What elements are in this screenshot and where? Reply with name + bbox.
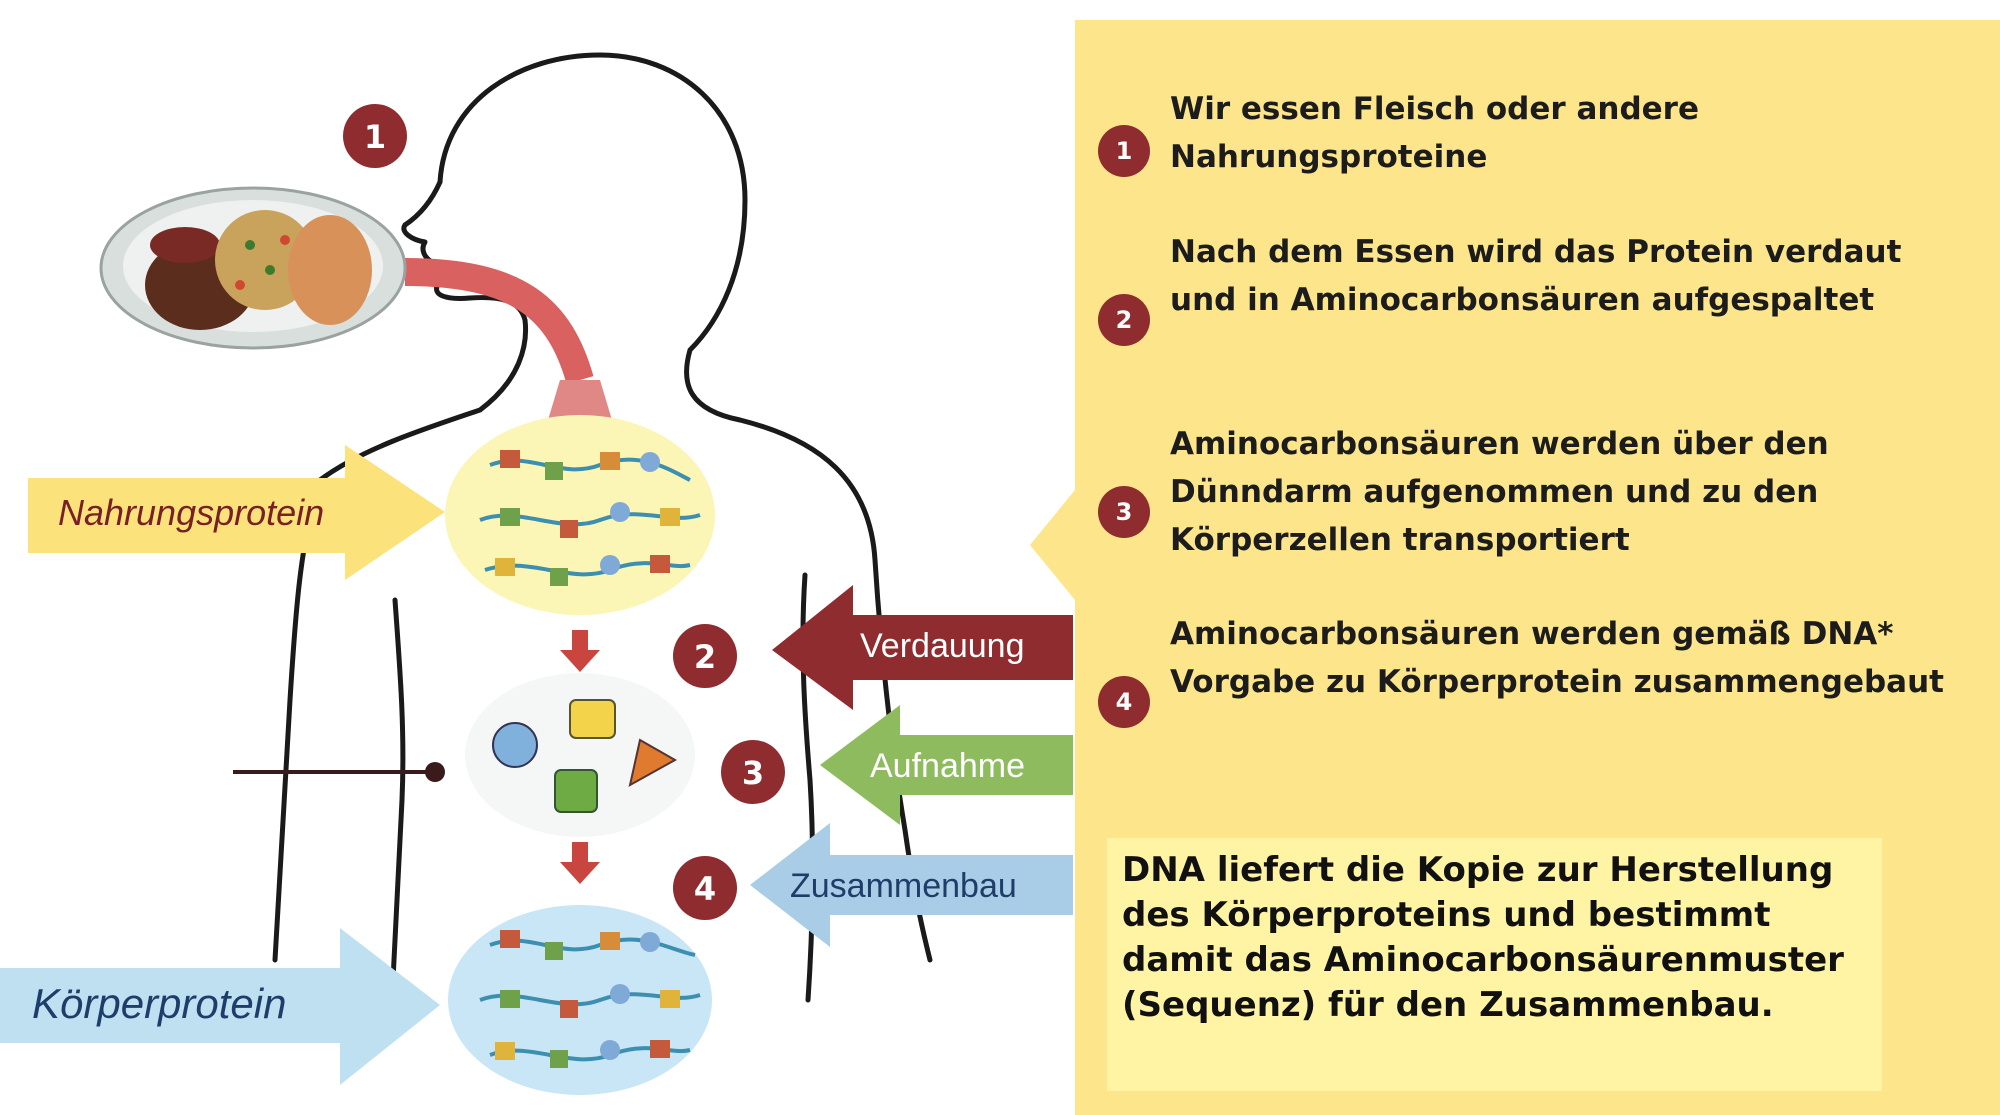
- verdauung-arrow: [772, 585, 1073, 710]
- panel-pointer: [1030, 490, 1075, 600]
- step-marker-3: 3: [721, 740, 785, 804]
- aufnahme-label: Aufnahme: [870, 747, 1025, 785]
- pointer-dot: [425, 762, 445, 782]
- svg-text:4: 4: [694, 870, 716, 908]
- koerperprotein-label: Körperprotein: [32, 980, 286, 1027]
- step-text: Nach dem Essen wird das Protein verdaut …: [1170, 234, 1902, 318]
- step-number-badge: 3: [1098, 486, 1150, 538]
- step-marker-2: 2: [673, 624, 737, 688]
- svg-text:2: 2: [694, 638, 716, 676]
- svg-text:3: 3: [742, 754, 764, 792]
- svg-text:1: 1: [364, 118, 386, 156]
- step-text: Wir essen Fleisch oder andere Nahrungspr…: [1170, 91, 1699, 175]
- flow-arrow-down-2: [560, 842, 600, 884]
- nahrungsprotein-label: Nahrungsprotein: [58, 492, 324, 533]
- verdauung-label: Verdauung: [860, 627, 1025, 665]
- nahrungsprotein-arrow: [28, 445, 445, 580]
- dietary-protein-chain-icon: [445, 415, 715, 615]
- step-number-badge: 1: [1098, 125, 1150, 177]
- aufnahme-arrow: [820, 705, 1073, 825]
- dna-note-box: DNA liefert die Kopie zur Herstellung de…: [1107, 838, 1882, 1091]
- amino-acids-icon: [465, 673, 695, 837]
- step-marker-4: 4: [673, 856, 737, 920]
- flow-arrow-down-1: [560, 630, 600, 672]
- step-text: Aminocarbonsäuren werden gemäß DNA* Vorg…: [1170, 616, 1944, 700]
- food-pipe: [404, 258, 594, 384]
- food-pipe-funnel: [548, 380, 612, 420]
- zusammenbau-label: Zusammenbau: [790, 867, 1017, 905]
- step-number-badge: 2: [1098, 294, 1150, 346]
- koerperprotein-arrow: [0, 928, 440, 1085]
- food-plate-icon: [99, 186, 407, 350]
- zusammenbau-arrow: [750, 823, 1073, 947]
- step-number-badge: 4: [1098, 676, 1150, 728]
- body-protein-chain-icon: [448, 905, 712, 1095]
- step-marker-1: 1: [343, 104, 407, 168]
- dna-note-text: DNA liefert die Kopie zur Herstellung de…: [1122, 850, 1844, 1025]
- step-text: Aminocarbonsäuren werden über den Dünnda…: [1170, 426, 1829, 558]
